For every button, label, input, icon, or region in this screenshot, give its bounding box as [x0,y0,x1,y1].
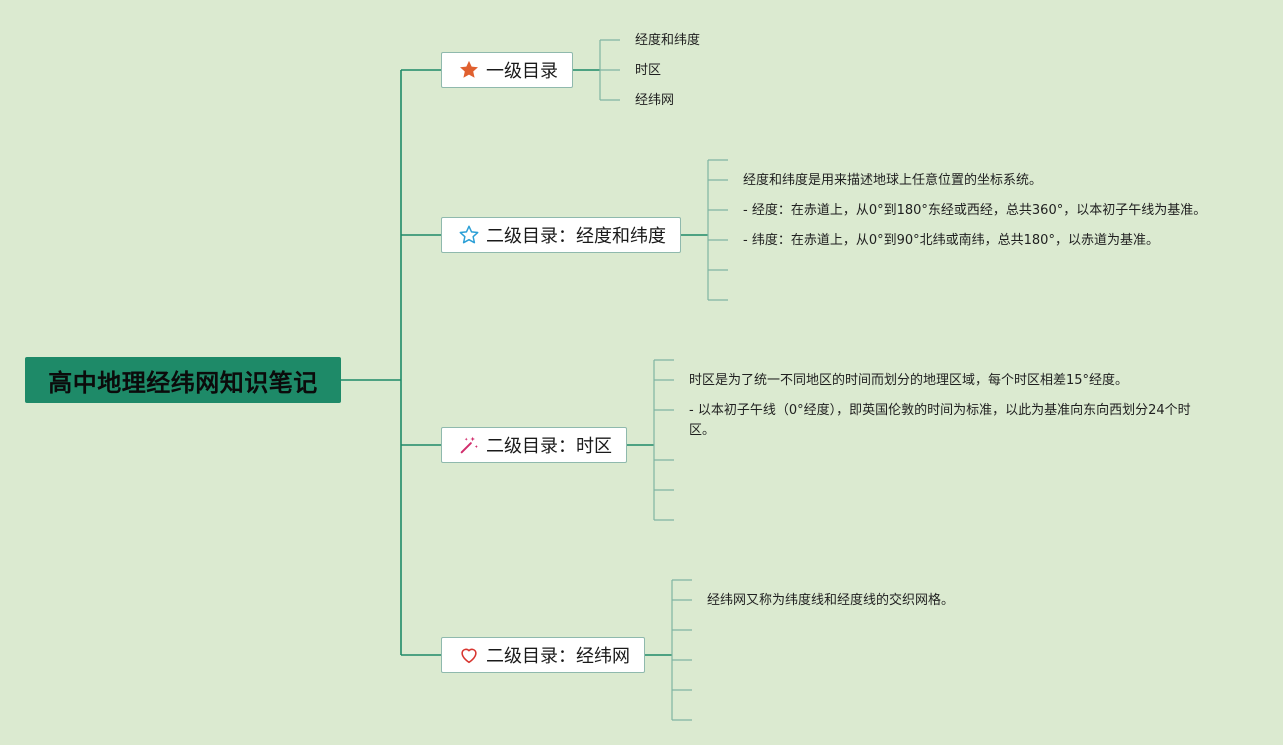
leaf-item[interactable]: 经纬网又称为纬度线和经度线的交织网格。 [707,593,955,608]
star-outline-icon [458,224,480,246]
star-filled-icon [458,59,480,81]
leaf-item[interactable]: - 以本初子午线（0°经度），即英国伦敦的时间为标准，以此为基准向东向西划分24… [689,403,1191,438]
branch-lat-long[interactable]: 二级目录：经度和纬度 [441,217,681,253]
leaf-item[interactable]: - 纬度：在赤道上，从0°到90°北纬或南纬，总共180°，以赤道为基准。 [743,233,1159,248]
main-connectors [341,69,708,656]
leaf-item[interactable]: 时区是为了统一不同地区的时间而划分的地理区域，每个时区相差15°经度。 [689,373,1129,388]
leaf-item[interactable]: 经纬网 [635,93,675,108]
branch-graticule[interactable]: 二级目录：经纬网 [441,637,645,673]
leaf-item[interactable]: 经度和纬度是用来描述地球上任意位置的坐标系统。 [743,173,1043,188]
branch-level1-contents[interactable]: 一级目录 [441,52,573,88]
branch-label: 二级目录：经纬网 [486,646,630,667]
branch-time-zone[interactable]: 二级目录：时区 [441,427,627,463]
heart-outline-icon [458,644,480,666]
root-topic[interactable]: 高中地理经纬网知识笔记 [25,357,341,403]
leaf-item[interactable]: - 经度：在赤道上，从0°到180°东经或西经，总共360°，以本初子午线为基准… [743,203,1207,218]
branch-label: 一级目录 [486,61,558,82]
leaf-item[interactable]: 时区 [635,63,662,78]
branch-label: 二级目录：经度和纬度 [486,226,666,247]
leaf-item[interactable]: 经度和纬度 [635,33,701,48]
magic-wand-icon [458,434,480,456]
branch-label: 二级目录：时区 [486,436,612,457]
leaf-connectors [599,39,728,721]
